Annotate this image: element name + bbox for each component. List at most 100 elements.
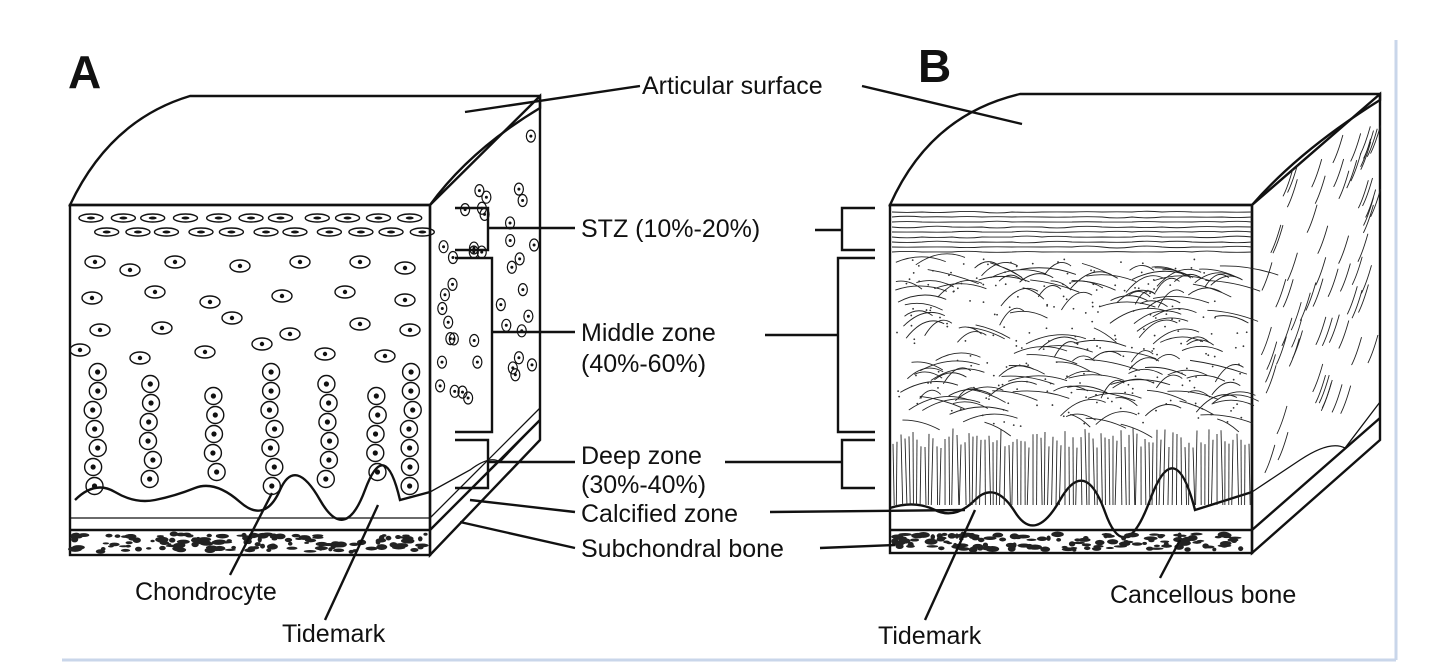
deep-nucleus <box>212 412 218 418</box>
bone-speck <box>105 533 113 538</box>
middle-nucleus <box>357 321 363 327</box>
bone-speck <box>216 534 223 537</box>
deep-fiber <box>1156 429 1158 506</box>
deep-fiber <box>930 438 934 506</box>
stipple-dot <box>1062 295 1065 298</box>
stipple-dot <box>956 287 959 290</box>
middle-cell <box>334 285 356 299</box>
middle-fiber <box>1104 350 1157 360</box>
stipple-dot <box>1069 282 1072 285</box>
middle-fiber <box>927 269 979 285</box>
side-fiber <box>1306 204 1318 233</box>
stipple-dot <box>1086 348 1089 351</box>
stipple-dot <box>1018 364 1021 367</box>
side-nucleus <box>472 250 476 254</box>
stipple-dot <box>1232 407 1235 409</box>
stipple-dot <box>1134 375 1137 378</box>
middle-fiber <box>990 269 1046 279</box>
stipple-dot <box>1134 287 1136 289</box>
stipple-dot <box>932 269 934 272</box>
deep-fiber <box>1120 430 1123 506</box>
stipple-dot <box>1053 305 1055 308</box>
side-nucleus <box>472 246 476 250</box>
middle-fiber <box>1093 327 1117 343</box>
stipple-dot <box>1153 334 1156 337</box>
side-cell <box>474 184 485 198</box>
side-fiber <box>1265 354 1276 383</box>
side-nucleus <box>443 293 447 297</box>
superficial-nucleus <box>227 230 236 234</box>
superficial-cell <box>139 213 166 223</box>
stipple-dot <box>1180 342 1183 345</box>
bone-speck <box>410 547 419 552</box>
bone-speck <box>102 542 110 545</box>
stipple-dot <box>912 272 915 274</box>
superficial-fiber <box>891 245 1253 249</box>
zone-brackets-a <box>455 206 575 490</box>
bone-speck <box>924 538 937 545</box>
stipple-dot <box>1066 375 1068 378</box>
stipple-dot <box>1156 376 1159 379</box>
deep-fiber <box>892 443 895 506</box>
bone-speck <box>1072 541 1085 545</box>
bone-speck <box>1078 537 1091 542</box>
stipple-dot <box>1177 330 1180 333</box>
stipple-dot <box>1008 306 1011 309</box>
middle-fiber <box>1060 399 1106 417</box>
stipple-dot <box>1193 386 1196 389</box>
subchondral-bone-texture-a <box>68 531 429 554</box>
stipple-dot <box>1152 279 1155 281</box>
side-cell <box>447 277 458 292</box>
stipple-dot <box>987 263 989 266</box>
deep-fiber <box>1180 437 1183 506</box>
stipple-dot <box>964 340 967 342</box>
stipple-dot <box>1047 340 1050 342</box>
side-nucleus <box>466 396 470 400</box>
middle-fiber <box>978 275 1030 283</box>
side-cell <box>495 298 506 312</box>
bone-speck <box>1103 533 1109 539</box>
side-nucleus <box>440 360 444 364</box>
stipple-dot <box>1095 289 1098 291</box>
middle-cell <box>194 345 216 359</box>
middle-cell <box>229 259 251 273</box>
bone-speck <box>266 543 278 550</box>
stipple-dot <box>1091 305 1094 308</box>
side-cell <box>525 129 536 143</box>
superficial-cell <box>153 227 180 237</box>
deep-cell <box>265 457 284 477</box>
middle-fiber <box>1112 378 1155 389</box>
middle-fiber <box>1146 389 1187 402</box>
middle-fiber <box>1040 345 1093 353</box>
stipple-dot <box>1043 285 1046 288</box>
middle-cell <box>374 349 396 363</box>
bone-speck <box>941 532 948 536</box>
stipple-dot <box>1130 346 1133 349</box>
stipple-dot <box>1181 384 1184 387</box>
bone-speck <box>1028 544 1042 550</box>
deep-nucleus <box>326 400 332 406</box>
side-fiber <box>1365 189 1377 218</box>
deep-cell <box>138 431 158 451</box>
bone-speck <box>1157 534 1164 539</box>
bone-speck <box>1238 546 1244 552</box>
bone-speck <box>1177 532 1182 539</box>
stipple-dot <box>1236 403 1239 406</box>
leader-articular-b <box>861 84 1023 126</box>
stipple-dot <box>1185 367 1188 370</box>
middle-cell <box>289 255 311 269</box>
stipple-dot <box>1124 391 1126 394</box>
deep-fiber <box>995 440 998 506</box>
stipple-dot <box>1063 258 1066 261</box>
stipple-dot <box>1197 417 1200 419</box>
deep-cell <box>403 400 422 420</box>
middle-fiber <box>1162 269 1192 279</box>
middle-fiber <box>903 311 946 327</box>
stipple-dot <box>982 301 985 304</box>
stipple-dot <box>1147 289 1149 292</box>
bone-speck <box>1011 534 1022 539</box>
middle-fiber <box>1076 388 1136 402</box>
stipple-dot <box>1004 283 1007 286</box>
stipple-dot <box>937 370 940 373</box>
side-fiber <box>1275 279 1287 308</box>
